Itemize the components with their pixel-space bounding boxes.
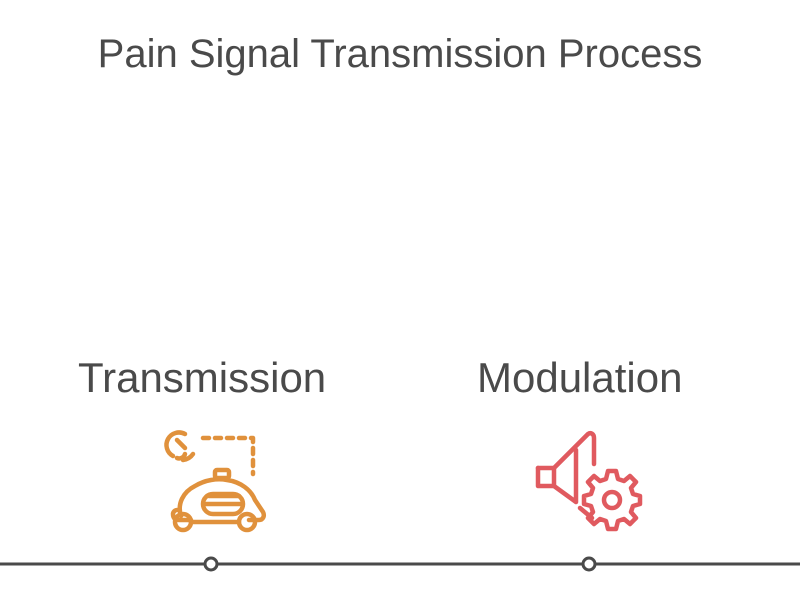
speaker-settings-icon xyxy=(535,430,643,532)
timeline xyxy=(0,556,800,572)
autonomous-car-signal-icon xyxy=(164,430,267,533)
diagram-title: Pain Signal Transmission Process xyxy=(97,32,703,76)
timeline-node-modulation xyxy=(581,556,597,572)
timeline-node-transmission xyxy=(203,556,219,572)
stage-label-modulation: Modulation xyxy=(477,354,683,401)
stage-label-transmission: Transmission xyxy=(78,354,327,401)
